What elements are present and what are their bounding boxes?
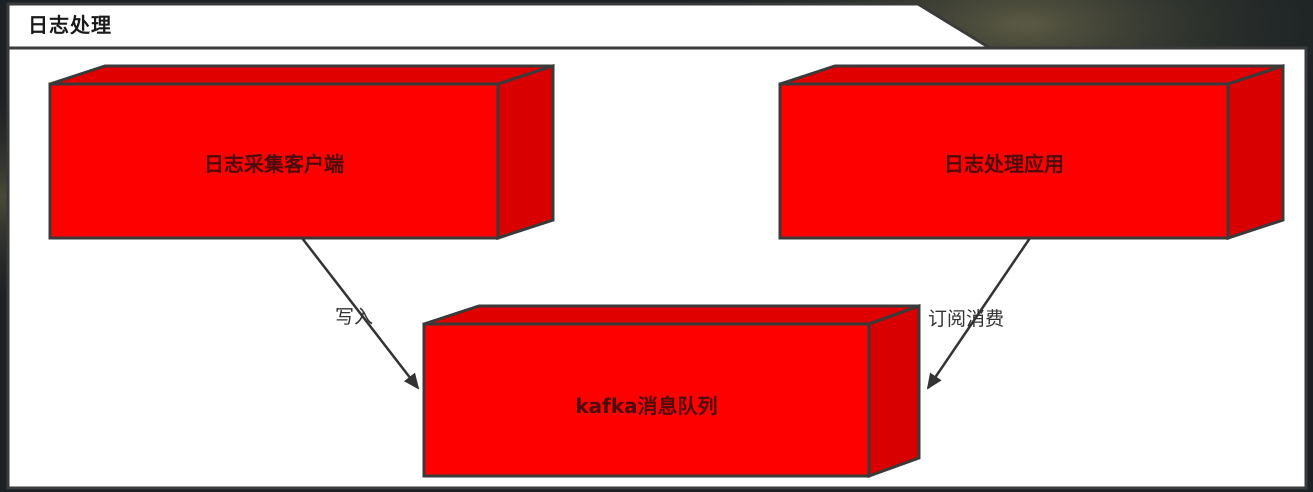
node-kafka-side — [867, 303, 921, 479]
node-log-client-front — [48, 82, 500, 240]
node-log-app-front — [778, 82, 1230, 240]
edge-write-line — [301, 237, 420, 390]
node-log-client-side — [496, 63, 555, 241]
node-kafka-label: kafka消息队列 — [575, 394, 718, 418]
node-log-app-label: 日志处理应用 — [944, 152, 1064, 176]
node-kafka-top — [423, 304, 920, 326]
node-log-client-label: 日志采集客户端 — [204, 152, 344, 176]
node-kafka[interactable] — [422, 303, 921, 479]
node-kafka-front — [422, 322, 871, 478]
node-log-app-side — [1226, 63, 1285, 241]
edge-subscribe-line — [926, 237, 1032, 390]
node-log-client-top — [49, 64, 554, 86]
edge-write-label: 写入 — [335, 306, 374, 328]
node-log-client[interactable] — [48, 63, 555, 241]
edge-subscribe-label: 订阅消费 — [928, 308, 1005, 330]
package-title: 日志处理 — [28, 13, 112, 37]
node-log-app[interactable] — [778, 63, 1285, 241]
node-log-app-top — [779, 64, 1284, 86]
